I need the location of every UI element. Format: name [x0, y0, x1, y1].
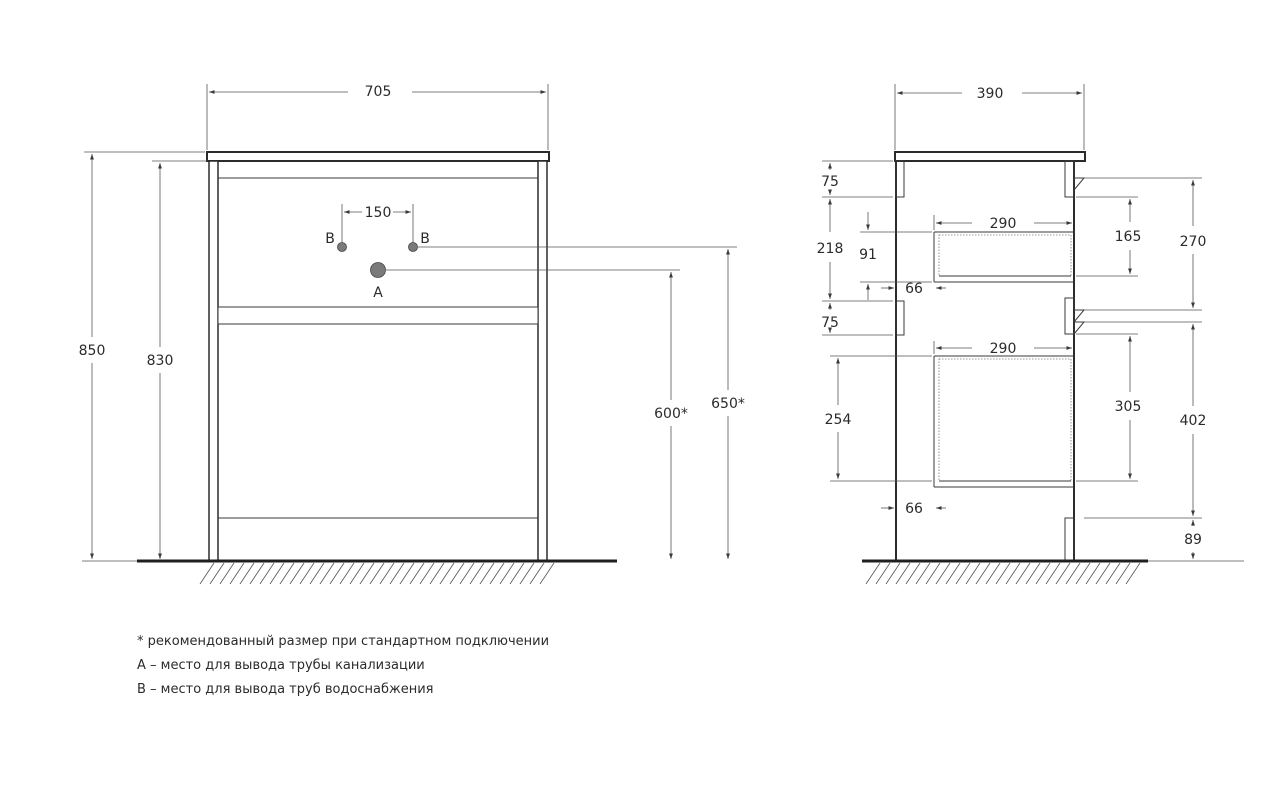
- side-mid-offset-label: 75: [821, 315, 839, 331]
- side-upper-drawer-left-label: 218: [817, 241, 844, 257]
- front-width-label: 705: [365, 84, 392, 100]
- side-top-offset-label: 75: [821, 174, 839, 190]
- side-upper-inner-height-label: 91: [859, 247, 877, 263]
- front-total-height-label: 850: [79, 343, 106, 359]
- side-upper-inset-label: 66: [905, 281, 923, 297]
- water-height-label: 650*: [711, 396, 745, 412]
- note-drain: А – место для вывода трубы канализации: [137, 658, 425, 673]
- side-bottom-gap-label: 89: [1184, 532, 1202, 548]
- notes-block: * рекомендованный размер при стандартном…: [137, 630, 549, 702]
- side-upper-shelf-depth-label: 290: [990, 216, 1017, 232]
- water-pipe-left: [337, 242, 347, 252]
- pipe-spacing-label: 150: [365, 205, 392, 221]
- pipe-b-right-label: B: [420, 231, 430, 247]
- side-countertop: [894, 151, 1086, 162]
- note-water: В – место для вывода труб водоснабжения: [137, 682, 434, 697]
- front-countertop: [206, 151, 550, 162]
- pipe-b-left-label: B: [325, 231, 335, 247]
- side-upper-box-height-label: 165: [1115, 229, 1142, 245]
- drain-height-label: 600*: [654, 406, 688, 422]
- side-lower-box-height-label: 305: [1115, 399, 1142, 415]
- front-right-leg: [537, 160, 548, 562]
- front-left-leg: [208, 160, 219, 562]
- side-lower-inset-label: 66: [905, 501, 923, 517]
- side-floor-hatch: [865, 562, 1141, 585]
- front-middle-rail: [217, 306, 539, 325]
- water-pipe-right: [408, 242, 418, 252]
- front-floor-hatch: [199, 562, 555, 585]
- pipe-a-label: A: [373, 285, 383, 301]
- front-view: 705 850 830 150 B B A 600* 650*: [79, 84, 745, 585]
- front-body-height-label: 830: [147, 353, 174, 369]
- side-lower-drawer-left-label: 254: [825, 412, 852, 428]
- side-view: 390 75 218 91 66 75 254: [817, 84, 1244, 585]
- side-upper-section-label: 270: [1180, 234, 1207, 250]
- side-lower-section-label: 402: [1180, 413, 1207, 429]
- side-lower-shelf-depth-label: 290: [990, 341, 1017, 357]
- note-recommended: * рекомендованный размер при стандартном…: [137, 634, 550, 649]
- drain-pipe: [370, 262, 386, 278]
- side-depth-label: 390: [977, 86, 1004, 102]
